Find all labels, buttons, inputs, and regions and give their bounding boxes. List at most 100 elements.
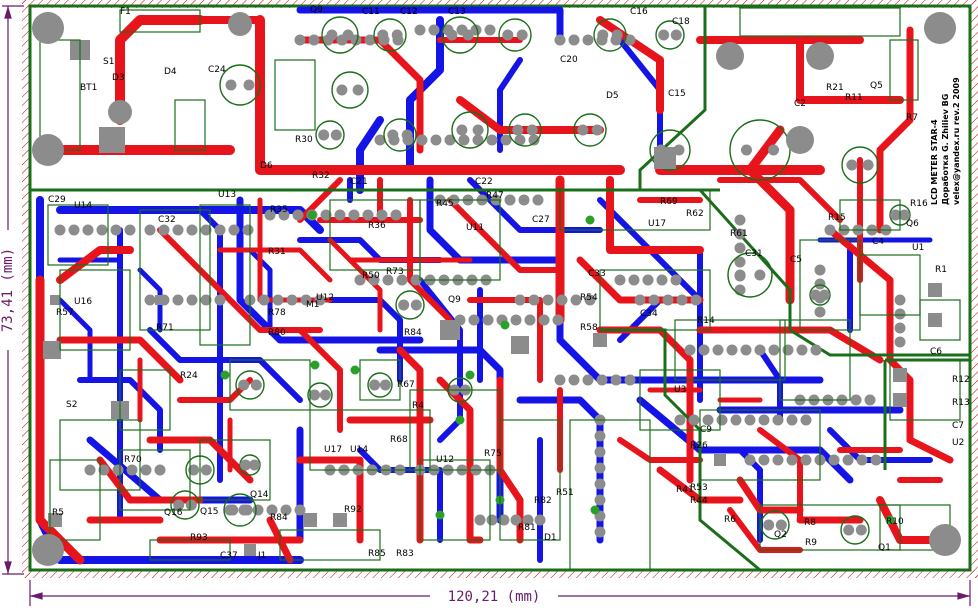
pad-128 bbox=[800, 454, 812, 466]
pad-13 bbox=[172, 224, 184, 236]
blue-trace-19 bbox=[147, 327, 303, 403]
pad-140 bbox=[894, 294, 906, 306]
silk-outline-7 bbox=[47, 204, 109, 266]
pad-75 bbox=[744, 414, 756, 426]
red-trace-32 bbox=[447, 197, 563, 273]
component-label-q9: Q9 bbox=[310, 5, 323, 15]
capacitor-pad-a-23 bbox=[188, 464, 200, 476]
component-label-j1: J1 bbox=[257, 551, 266, 561]
component-label-d1: D1 bbox=[544, 533, 557, 543]
pad-177 bbox=[430, 134, 442, 146]
component-label-r78: R78 bbox=[268, 308, 286, 318]
pad-154 bbox=[308, 34, 320, 46]
component-label-r75: R75 bbox=[484, 449, 502, 459]
capacitor-pad-b-19 bbox=[250, 379, 262, 391]
blue-trace-5 bbox=[356, 116, 384, 194]
silk-outline-4 bbox=[739, 7, 901, 37]
capacitor-pad-b-17 bbox=[754, 269, 766, 281]
capacitor-pad-a-24 bbox=[227, 504, 239, 516]
pad-209 bbox=[534, 514, 546, 526]
component-label-q2: Q2 bbox=[774, 530, 787, 540]
red-trace-27 bbox=[297, 327, 343, 433]
component-label-c16: C16 bbox=[630, 7, 648, 17]
capacitor-pad-b-16 bbox=[862, 159, 874, 171]
pad-35 bbox=[144, 294, 156, 306]
component-label-u11: U11 bbox=[466, 223, 484, 233]
component-label-r85: R85 bbox=[368, 549, 386, 559]
component-label-c31: C31 bbox=[745, 249, 763, 259]
blue-trace-1 bbox=[296, 6, 564, 44]
component-label-c21: C21 bbox=[350, 177, 368, 187]
red-trace-37 bbox=[296, 456, 364, 544]
pad-58 bbox=[656, 274, 668, 286]
red-trace-4 bbox=[255, 15, 625, 175]
pad-162 bbox=[428, 24, 440, 36]
silk-outline-6 bbox=[274, 59, 316, 131]
pad-64 bbox=[740, 344, 752, 356]
square-pad-6 bbox=[43, 341, 61, 359]
component-label-m1: M1 bbox=[306, 300, 320, 310]
square-pad-9 bbox=[893, 368, 907, 382]
blue-trace-36 bbox=[57, 297, 93, 383]
capacitor-pad-a-5 bbox=[597, 29, 609, 41]
signature-line-2: velex@yandex.ru rev.2 2009 bbox=[952, 77, 961, 205]
component-label-r9: R9 bbox=[805, 538, 817, 548]
red-trace-61 bbox=[297, 177, 343, 223]
component-label-r67: R67 bbox=[397, 380, 415, 390]
component-label-q14: Q14 bbox=[250, 490, 269, 500]
component-label-r8: R8 bbox=[804, 518, 816, 528]
pad-125 bbox=[758, 454, 770, 466]
square-pad-14 bbox=[928, 283, 942, 297]
capacitor-pad-b-27 bbox=[775, 519, 787, 531]
component-label-r11: R11 bbox=[845, 93, 863, 103]
pad-8 bbox=[362, 209, 374, 221]
pad-121 bbox=[96, 224, 108, 236]
capacitor-pad-b-6 bbox=[670, 29, 682, 41]
blue-trace-23 bbox=[357, 447, 443, 543]
component-label-c7: C7 bbox=[952, 421, 964, 431]
component-label-u13: U13 bbox=[218, 190, 236, 200]
component-label-c9: C9 bbox=[700, 425, 712, 435]
signature-line-3: LCD METER STAR-4 bbox=[930, 119, 939, 205]
capacitor-pad-b-20 bbox=[319, 389, 331, 401]
component-label-d5: D5 bbox=[606, 91, 619, 101]
pad-49 bbox=[482, 314, 494, 326]
capacitor-pad-b-18 bbox=[410, 299, 422, 311]
capacitor-pad-b-30 bbox=[899, 209, 910, 221]
width-arrow-right bbox=[957, 592, 971, 600]
pad-7 bbox=[348, 209, 360, 221]
pad-130 bbox=[828, 454, 840, 466]
silk-outline-27 bbox=[499, 419, 561, 541]
component-label-r54: R54 bbox=[580, 293, 598, 303]
silk-outline-12 bbox=[559, 189, 711, 231]
capacitor-pad-a-27 bbox=[763, 519, 775, 531]
pad-78 bbox=[786, 414, 798, 426]
capacitor-pad-b-11 bbox=[472, 124, 484, 136]
component-label-u3: U3 bbox=[674, 385, 686, 395]
component-label-r69: R69 bbox=[660, 197, 678, 207]
silk-outline-23 bbox=[199, 439, 271, 501]
capacitor-body-12 bbox=[508, 113, 542, 147]
component-label-c12: C12 bbox=[400, 7, 418, 17]
pad-71 bbox=[688, 414, 700, 426]
pad-109 bbox=[266, 504, 278, 516]
pad-15 bbox=[200, 224, 212, 236]
pad-193 bbox=[734, 214, 746, 226]
pad-196 bbox=[734, 256, 746, 268]
silk-outline-37 bbox=[229, 359, 311, 411]
silk-outline-33 bbox=[859, 254, 921, 316]
capacitor-body-1 bbox=[321, 16, 359, 54]
square-pad-18 bbox=[155, 295, 165, 305]
mounting-holes bbox=[32, 12, 961, 566]
square-pad-13 bbox=[928, 313, 942, 327]
pad-83 bbox=[594, 462, 606, 474]
silk-outline-14 bbox=[674, 319, 786, 381]
component-label-r92: R92 bbox=[344, 505, 362, 515]
silk-outline-11 bbox=[419, 199, 501, 281]
pad-192 bbox=[532, 194, 544, 206]
pad-61 bbox=[698, 344, 710, 356]
red-trace-54 bbox=[757, 427, 803, 523]
pad-120 bbox=[82, 224, 94, 236]
pad-39 bbox=[200, 294, 212, 306]
via-6 bbox=[435, 510, 445, 520]
